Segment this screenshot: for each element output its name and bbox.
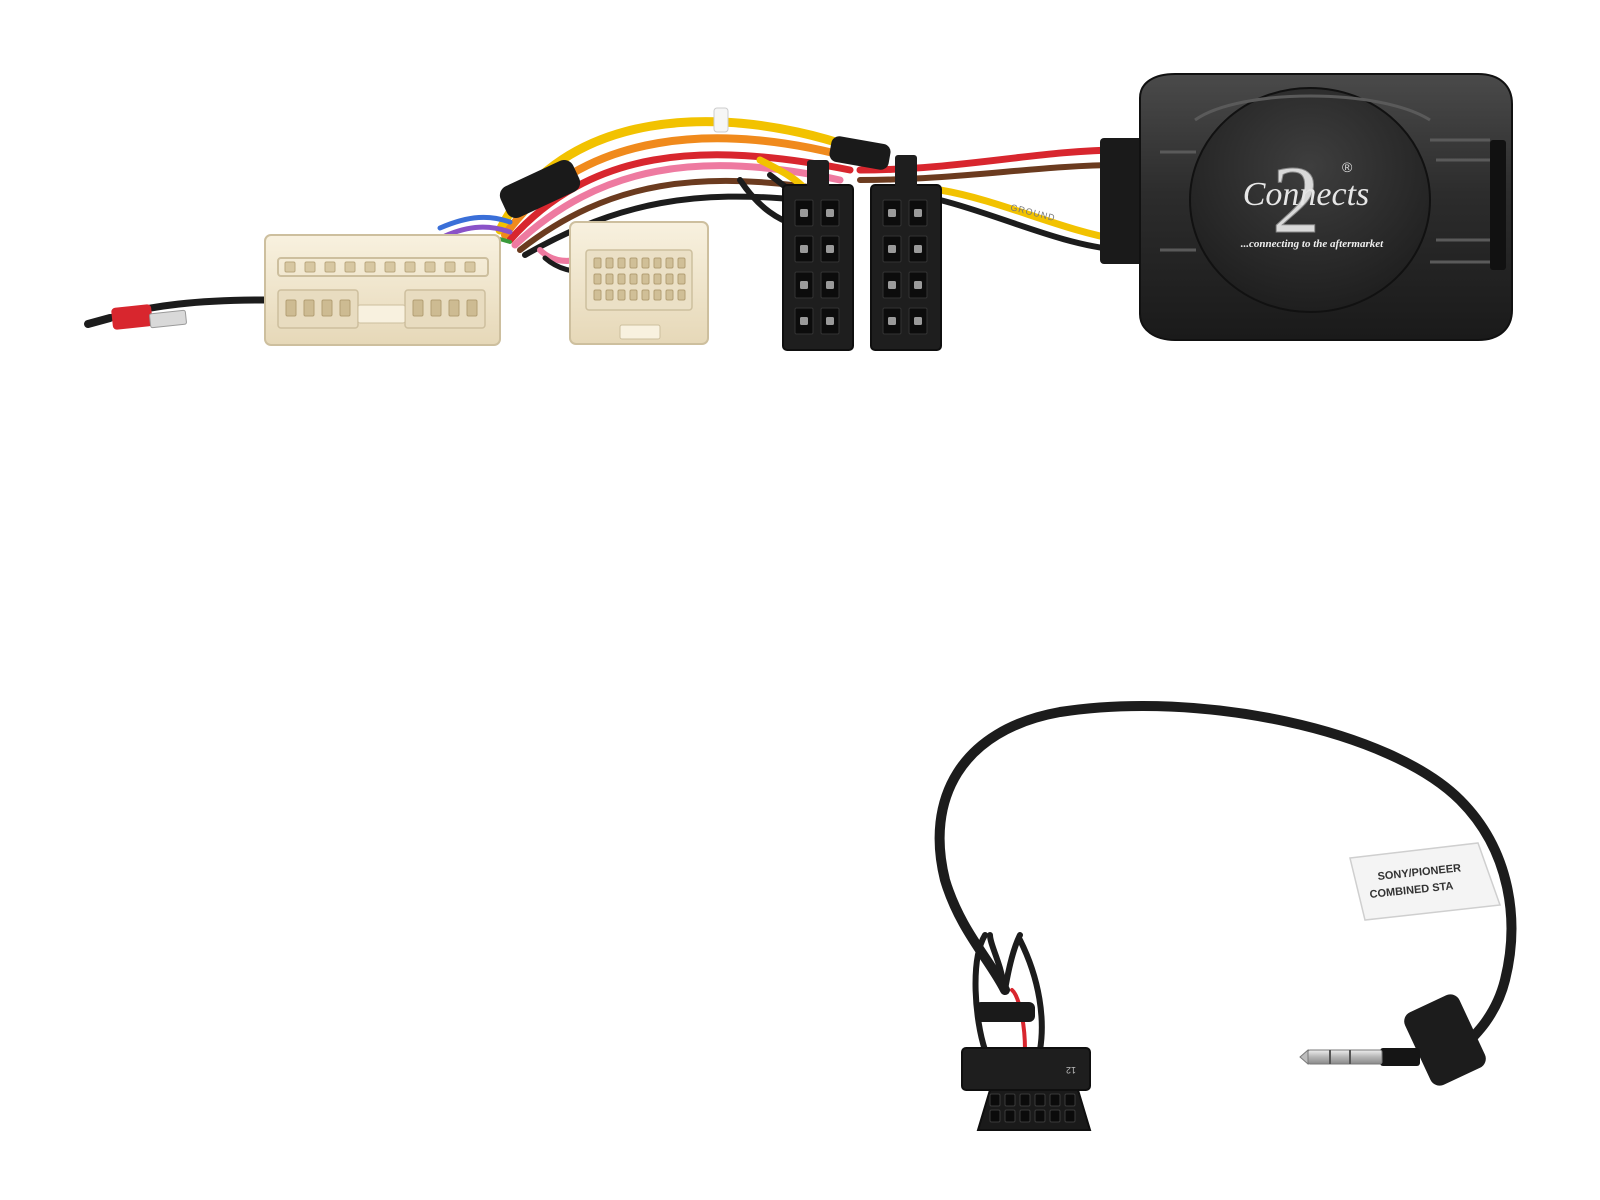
pin-hole — [1034, 1093, 1046, 1107]
logo-tagline: ...connecting to the aftermarket — [1241, 238, 1384, 250]
pin-contact — [888, 317, 896, 325]
pin-hole — [1019, 1109, 1031, 1123]
pin-slot — [404, 261, 416, 273]
logo-numeral: 2 — [1272, 146, 1320, 253]
pin-contact — [826, 209, 834, 217]
pin-slot — [464, 261, 476, 273]
pin-contact — [826, 281, 834, 289]
red-terminal-lead — [84, 296, 269, 330]
interface-module — [1100, 73, 1513, 341]
pin-slot — [344, 261, 356, 273]
pin-contact — [800, 245, 808, 253]
pin-contact — [826, 317, 834, 325]
pin-slot — [430, 299, 442, 317]
patch-lead: SONY/PIONEER COMBINED STA 12 — [934, 700, 1517, 1131]
pin-slot — [321, 299, 333, 317]
pin-contact — [800, 317, 808, 325]
pin-slot — [641, 273, 650, 285]
right-angle-jack — [1299, 994, 1486, 1086]
pin-slot — [653, 273, 662, 285]
pin-contact — [914, 317, 922, 325]
pin-slot — [605, 273, 614, 285]
pin-slot — [677, 289, 686, 301]
steering-control-harness: 2 Connects ® ...connecting to the afterm… — [84, 73, 1513, 351]
pin-hole — [989, 1093, 1001, 1107]
pin-contact — [800, 281, 808, 289]
pin-slot — [617, 273, 626, 285]
iso-pin-holes — [794, 199, 928, 335]
connector-pins — [284, 261, 478, 317]
plug-wires — [972, 932, 1045, 1053]
pin-slot — [593, 289, 602, 301]
pin-slot — [466, 299, 478, 317]
plug-marking: 12 — [1066, 1065, 1076, 1075]
logo-wordmark: Connects — [1243, 176, 1370, 213]
pin-slot — [665, 273, 674, 285]
pin-slot — [284, 261, 296, 273]
iso-connector-left — [782, 160, 854, 351]
pin-hole — [1064, 1109, 1076, 1123]
pin-slot — [653, 289, 662, 301]
pin-contact — [888, 209, 896, 217]
pin-slot — [605, 289, 614, 301]
pin-hole — [1064, 1093, 1076, 1107]
pin-slot — [641, 289, 650, 301]
pin-slot — [653, 257, 662, 269]
pin-hole — [1019, 1093, 1031, 1107]
pin-slot — [424, 261, 436, 273]
pin-hole — [1004, 1093, 1016, 1107]
pin-slot — [617, 257, 626, 269]
pin-contact — [888, 245, 896, 253]
pin-hole — [1034, 1109, 1046, 1123]
vehicle-connector-small — [569, 221, 709, 345]
pin-slot — [617, 289, 626, 301]
pin-slot — [605, 257, 614, 269]
pin-slot — [677, 257, 686, 269]
pin-slot — [629, 273, 638, 285]
pin-slot — [384, 261, 396, 273]
pin-slot — [303, 299, 315, 317]
pin-slot — [629, 289, 638, 301]
pin-contact — [826, 245, 834, 253]
pin-hole — [1049, 1093, 1061, 1107]
pin-slot — [593, 257, 602, 269]
connector-pins — [593, 257, 686, 301]
pin-hole — [1049, 1109, 1061, 1123]
pin-slot — [448, 299, 460, 317]
pin-slot — [593, 273, 602, 285]
lead-label-band — [1349, 842, 1502, 921]
pin-slot — [304, 261, 316, 273]
pin-contact — [800, 209, 808, 217]
pin-slot — [364, 261, 376, 273]
wire-print: GROUND — [1010, 202, 1057, 223]
pin-contact — [888, 281, 896, 289]
pin-slot — [665, 289, 674, 301]
cable-tie — [713, 107, 729, 133]
heat-shrink-sleeve — [499, 159, 581, 219]
pin-slot — [412, 299, 424, 317]
vehicle-connector-wide — [264, 234, 501, 346]
pin-contact — [914, 209, 922, 217]
plug-pin-holes — [989, 1093, 1076, 1123]
pin-contact — [914, 281, 922, 289]
iso-connector-right — [870, 155, 942, 351]
pin-slot — [677, 273, 686, 285]
pin-slot — [629, 257, 638, 269]
pin-slot — [641, 257, 650, 269]
pin-contact — [914, 245, 922, 253]
pin-hole — [989, 1109, 1001, 1123]
pin-slot — [665, 257, 674, 269]
pin-hole — [1004, 1109, 1016, 1123]
patch-lead-cable — [934, 700, 1517, 1060]
logo-registered-mark: ® — [1342, 159, 1353, 175]
pin-slot — [285, 299, 297, 317]
heat-shrink-sleeve — [829, 136, 891, 170]
pin-slot — [324, 261, 336, 273]
pin-slot — [339, 299, 351, 317]
pin-slot — [444, 261, 456, 273]
